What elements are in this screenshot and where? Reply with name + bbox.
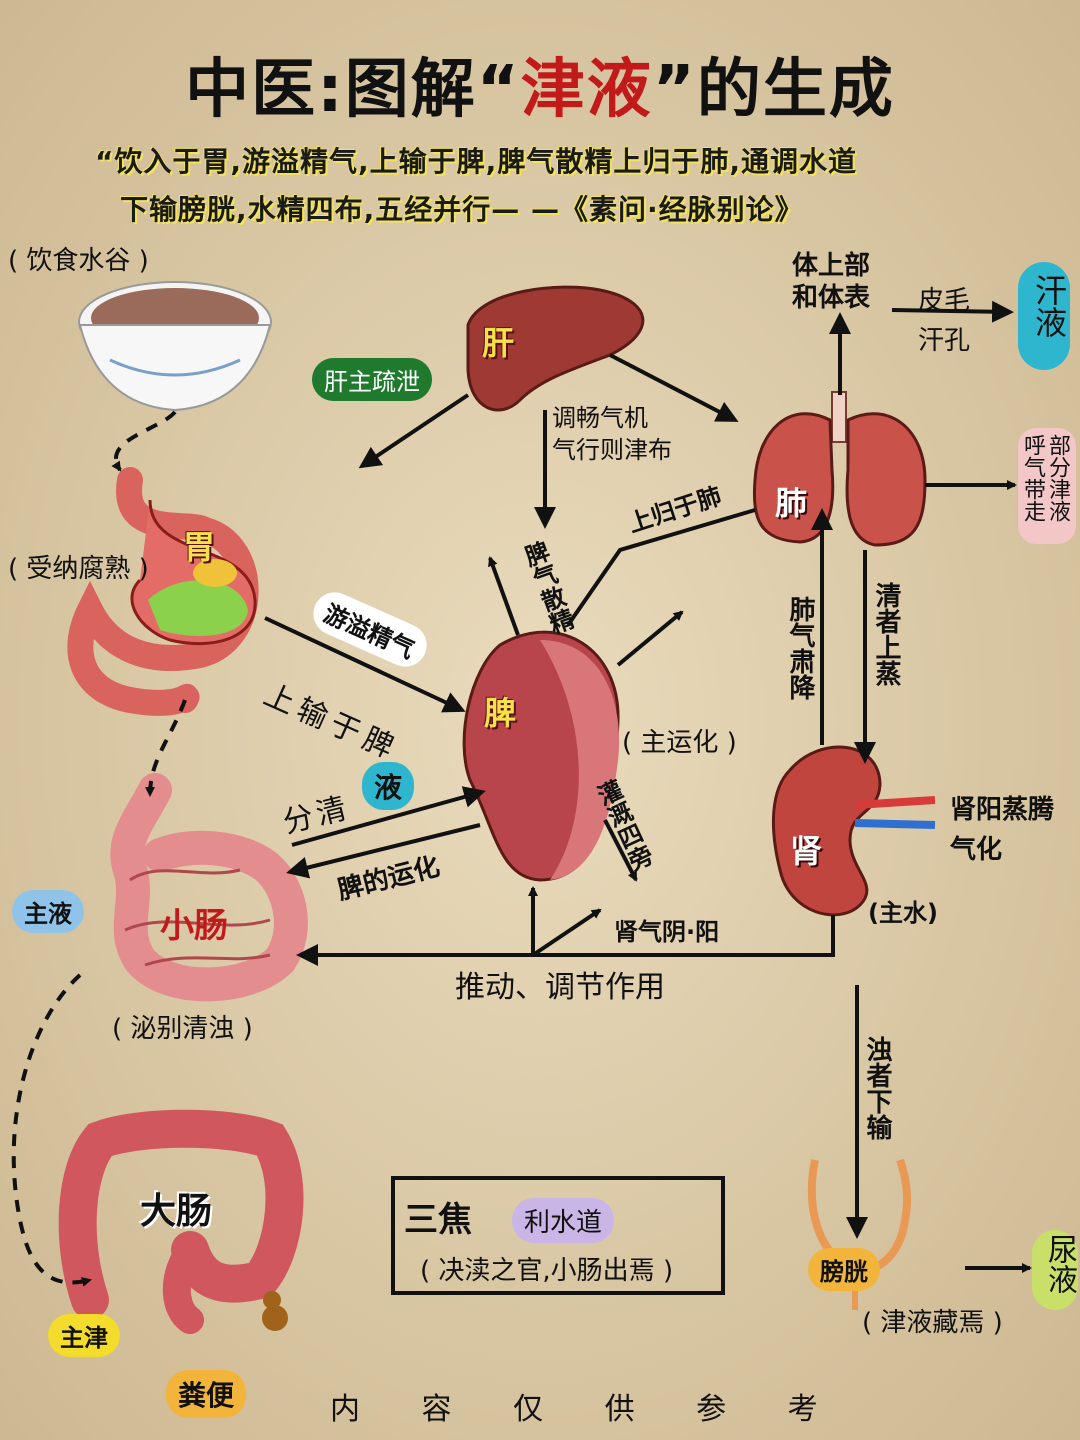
turbid-down-label: 浊者下输: [862, 1036, 892, 1140]
large-intestine-label: 大肠: [140, 1191, 213, 1232]
clear-rise-label: 清者上蒸: [871, 582, 901, 686]
bladder-note: ( 津液藏焉 ): [862, 1308, 1003, 1338]
title-prefix: 中医:图解“: [185, 53, 521, 127]
stomach-image: [67, 467, 259, 716]
arrows-layer: [11, 300, 1032, 1287]
kidney-qi-label: 肾气阴·阳: [614, 918, 720, 946]
liver-role-pill: 肝主疏泄: [312, 358, 432, 401]
liver-note-1: 调畅气机: [552, 404, 648, 432]
title-highlight: 津液: [520, 53, 653, 127]
urine-label: 尿液: [1042, 1234, 1077, 1294]
kidney-steam-label: 肾阳蒸腾气化: [950, 795, 1055, 865]
liquid-pill: 液: [362, 762, 415, 810]
sanjiao-pill: 利水道: [512, 1198, 615, 1243]
sanjiao-label: 三焦: [404, 1200, 472, 1240]
kidney-label: 肾: [790, 832, 823, 870]
push-regulate-label: 推动、调节作用: [455, 970, 665, 1005]
food-bowl-image: [78, 281, 272, 412]
small-intestine-role-pill: 主液: [12, 890, 84, 933]
stomach-note: ( 受纳腐熟 ): [8, 554, 149, 584]
kidney-image: [772, 745, 936, 917]
urine-pill: 尿液: [1032, 1230, 1078, 1310]
liver-note-2: 气行则津布: [552, 436, 672, 464]
breath-label: 部分津液呼气带走: [1020, 434, 1070, 522]
small-intestine-label: 小肠: [160, 906, 228, 946]
bladder-label: 膀胱: [808, 1248, 880, 1291]
lung-label: 肺: [775, 484, 808, 522]
food-label: ( 饮食水谷 ): [8, 246, 149, 276]
sanjiao-box: [391, 1176, 725, 1295]
quote-line-2: 下输膀胱,水精四布,五经并行— —《素问·经脉别论》: [120, 193, 804, 226]
quote-line-1: “饮入于胃,游溢精气,上输于脾,脾气散精上归于肺,通调水道: [95, 145, 857, 178]
small-intestine-image: [110, 773, 308, 1002]
title-suffix: ”的生成: [652, 53, 895, 127]
stomach-label: 胃: [183, 528, 216, 566]
page-title: 中医:图解“津液”的生成: [0, 38, 1080, 130]
spleen-label: 脾: [484, 694, 517, 732]
small-intestine-note: ( 泌别清浊 ): [112, 1014, 253, 1044]
large-intestine-image: [58, 1109, 304, 1334]
spleen-role: ( 主运化 ): [622, 728, 737, 758]
kidney-role: (主水): [868, 899, 938, 927]
lung-pores-label: 汗孔: [918, 326, 971, 356]
lung-skin-label: 皮毛: [918, 286, 971, 316]
lung-upper-body-label: 体上部和体表: [792, 251, 871, 313]
breath-pill: 部分津液呼气带走: [1018, 428, 1076, 544]
liver-label: 肝: [482, 324, 515, 362]
feces-pill: 粪便: [166, 1370, 247, 1418]
liver-image: [466, 285, 645, 412]
sweat-pill: 汗液: [1018, 262, 1070, 370]
spleen-image: [462, 630, 620, 882]
footer-disclaimer: 内 容 仅 供 参 考: [330, 1392, 844, 1427]
sanjiao-note: ( 决渎之官,小肠出焉 ): [420, 1256, 674, 1286]
large-intestine-role-pill: 主津: [48, 1314, 120, 1357]
lung-descend-label: 肺气肃降: [785, 596, 815, 700]
sweat-label: 汗液: [1030, 274, 1068, 338]
